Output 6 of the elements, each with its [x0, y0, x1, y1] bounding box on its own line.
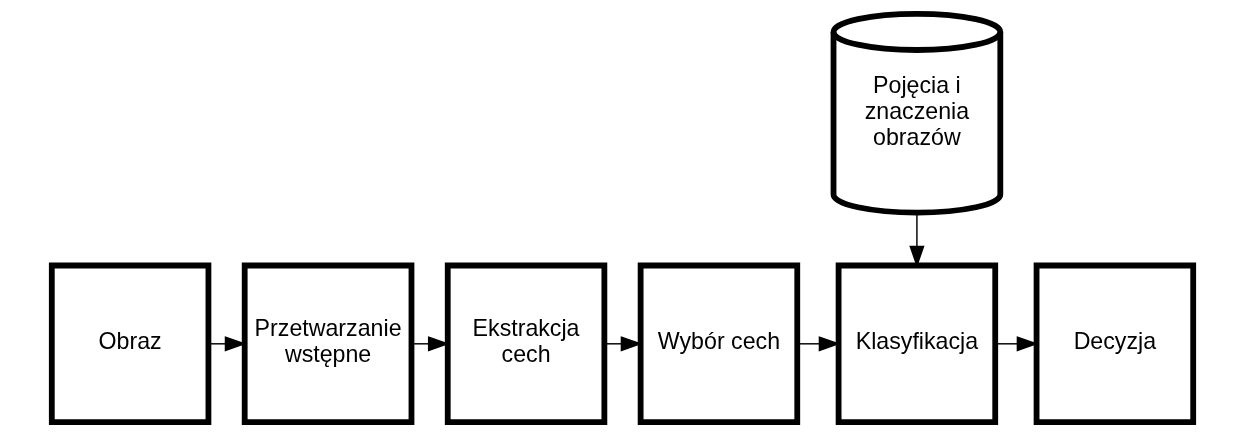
node-box: Ekstrakcja cech: [444, 262, 607, 426]
node-box: Klasyfikacja: [835, 262, 998, 426]
node-box: Obraz: [48, 262, 211, 426]
node-box: Wybór cech: [637, 262, 800, 426]
node-box: Decyzja: [1033, 262, 1196, 426]
node-box: Przetwarzanie wstępne: [241, 262, 414, 426]
